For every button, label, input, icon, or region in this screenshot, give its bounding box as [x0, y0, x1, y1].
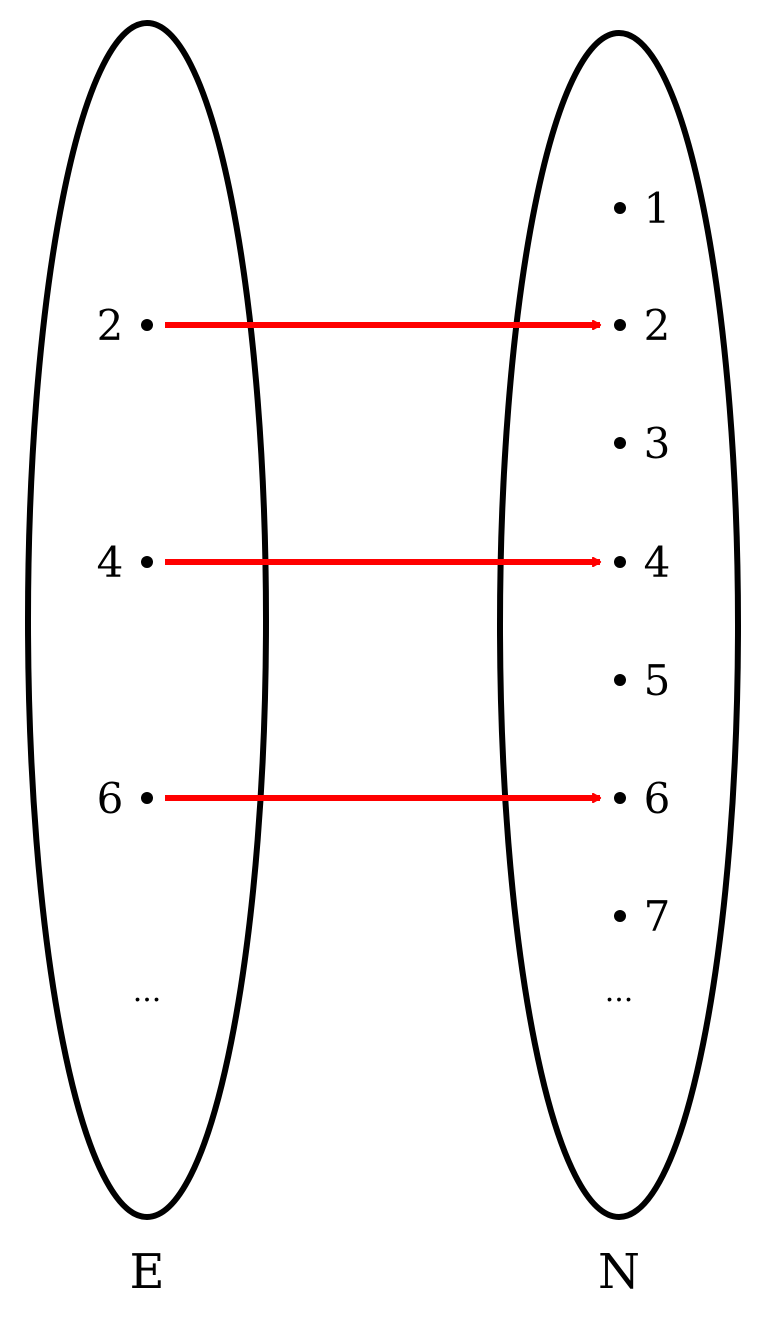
- set-n-element-dot: [614, 202, 626, 214]
- set-n-element-label: 1: [644, 184, 671, 233]
- set-n-element-label: 7: [644, 892, 671, 941]
- set-e-label: E: [129, 1244, 164, 1300]
- set-n-element: 3: [614, 419, 670, 468]
- set-e-continuation: ...: [133, 974, 162, 1009]
- set-n-element-dot: [614, 319, 626, 331]
- set-n-continuation: ...: [605, 974, 634, 1009]
- set-n-element-label: 4: [644, 538, 671, 587]
- set-n-element: 4: [614, 538, 670, 587]
- set-n-element-dot: [614, 910, 626, 922]
- set-e-element: 2: [97, 301, 153, 350]
- set-n-element: 7: [614, 892, 670, 941]
- set-n-ellipse: [497, 30, 741, 1220]
- set-n-element-dot: [614, 792, 626, 804]
- set-n-element-label: 2: [644, 301, 671, 350]
- set-e: 2 4 6 ... E: [25, 20, 269, 1300]
- set-n-element-dot: [614, 556, 626, 568]
- set-e-element: 4: [97, 538, 153, 587]
- set-e-element-dot: [141, 556, 153, 568]
- set-e-element: 6: [97, 774, 153, 823]
- set-n-element-label: 3: [644, 419, 671, 468]
- set-n-element-label: 6: [644, 774, 671, 823]
- set-n-element: 6: [614, 774, 670, 823]
- set-n-element-label: 5: [644, 656, 671, 705]
- set-n-element-dot: [614, 674, 626, 686]
- set-e-element-label: 6: [97, 774, 124, 823]
- set-e-element-label: 2: [97, 301, 124, 350]
- mapping-arrows: [165, 325, 600, 798]
- set-n-element-dot: [614, 437, 626, 449]
- set-n-element: 2: [614, 301, 670, 350]
- set-e-element-dot: [141, 319, 153, 331]
- set-n-label: N: [598, 1244, 640, 1300]
- set-n-element: 1: [614, 184, 670, 233]
- set-e-element-label: 4: [97, 538, 124, 587]
- set-n-element: 5: [614, 656, 670, 705]
- set-e-ellipse: [25, 20, 269, 1220]
- set-n: 1 2 3 4 5 6 7 ... N: [497, 30, 741, 1300]
- set-e-element-dot: [141, 792, 153, 804]
